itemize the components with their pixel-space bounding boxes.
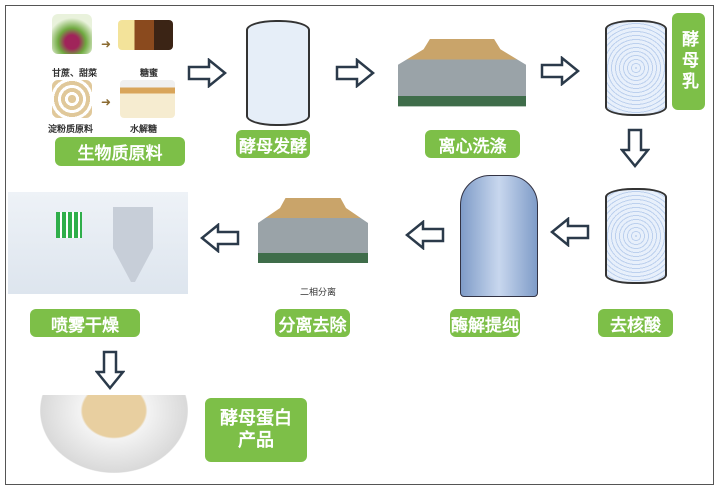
label-centrifuge-wash: 离心洗涤 <box>425 130 520 158</box>
arrow-left-icon <box>550 217 590 247</box>
starch-image <box>52 80 92 118</box>
yeast-protein-powder-bowl <box>40 395 188 473</box>
label-enzymolysis: 酶解提纯 <box>450 309 520 337</box>
enzymolysis-tank-icon <box>460 175 538 297</box>
hydrolyzed-sugar-image <box>120 80 175 118</box>
nucleic-removal-tank-icon <box>605 188 667 284</box>
label-raw-materials: 生物质原料 <box>55 137 185 166</box>
label-yeast-milk: 酵母乳 <box>672 13 705 110</box>
arrow-right-icon <box>335 58 375 88</box>
sugarcane-beet-image <box>52 14 92 54</box>
product-line1: 酵母蛋白 <box>220 408 292 429</box>
arrow-down-icon <box>95 350 125 390</box>
arrow-left-icon <box>405 220 445 250</box>
arrow-right-small: ➜ <box>101 37 112 51</box>
label-separation: 分离去除 <box>275 309 350 337</box>
fermenter-tank-icon <box>246 20 310 126</box>
source-label: 淀粉质原料 <box>48 125 94 135</box>
product-label: 糖蜜 <box>140 69 159 79</box>
label-fermentation: 酵母发酵 <box>236 130 310 158</box>
molasses-image <box>118 20 173 50</box>
product-line2: 产品 <box>238 430 274 451</box>
arrow-right-icon <box>540 56 580 86</box>
arrow-left-icon <box>200 223 240 253</box>
label-spray-drying: 喷雾干燥 <box>30 309 140 337</box>
yeast-milk-tank-icon <box>605 20 667 116</box>
product-label: 水解糖 <box>130 125 158 135</box>
separator-caption: 二相分离 <box>300 288 337 298</box>
source-label: 甘蔗、甜菜 <box>52 69 98 79</box>
label-product: 酵母蛋白 产品 <box>205 398 307 462</box>
spray-dryer-icon <box>8 192 188 294</box>
label-nucleic-removal: 去核酸 <box>598 309 673 337</box>
arrow-right-small: ➜ <box>101 95 112 109</box>
arrow-right-icon <box>187 58 227 88</box>
frame <box>5 5 714 485</box>
arrow-down-icon <box>620 128 650 168</box>
